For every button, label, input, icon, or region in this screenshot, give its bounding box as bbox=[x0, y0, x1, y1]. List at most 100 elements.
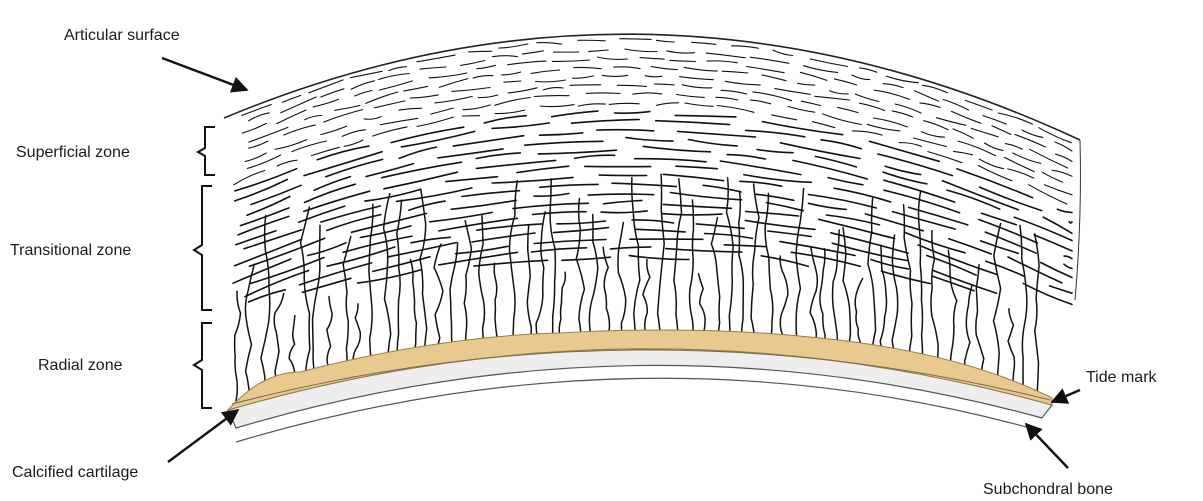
radial-collagen-fiber bbox=[632, 178, 640, 348]
collagen-fiber bbox=[953, 129, 973, 138]
subchondral-bone-label: Subchondral bone bbox=[983, 481, 1113, 498]
collagen-fiber bbox=[821, 140, 861, 149]
collagen-fiber bbox=[819, 219, 895, 238]
collagen-fiber bbox=[537, 43, 562, 45]
collagen-fiber bbox=[446, 177, 498, 182]
radial-zone-label: Radial zone bbox=[38, 357, 123, 374]
collagen-fiber bbox=[517, 166, 569, 172]
radial-collagen-fiber bbox=[751, 184, 759, 352]
collagen-fiber bbox=[884, 190, 960, 213]
collagen-fiber bbox=[992, 126, 1011, 135]
collagen-fiber bbox=[586, 93, 620, 94]
collagen-fiber bbox=[918, 245, 997, 275]
collagen-fiber bbox=[942, 181, 1018, 210]
collagen-fiber bbox=[411, 237, 450, 243]
collagen-fiber bbox=[865, 214, 923, 231]
radial-zone-bracket bbox=[194, 323, 212, 408]
collagen-fiber bbox=[562, 257, 610, 260]
collagen-fiber bbox=[717, 106, 754, 113]
collagen-fiber bbox=[928, 152, 962, 163]
collagen-fiber bbox=[703, 185, 741, 192]
collagen-fiber bbox=[1064, 256, 1072, 259]
collagen-fiber bbox=[745, 220, 815, 229]
collagen-fiber bbox=[478, 95, 498, 98]
collagen-fiber bbox=[721, 90, 747, 94]
collagen-fiber bbox=[249, 127, 288, 142]
collagen-fiber bbox=[463, 105, 490, 110]
collagen-fiber bbox=[801, 101, 820, 105]
collagen-fiber bbox=[1008, 169, 1034, 178]
collagen-fiber bbox=[813, 122, 835, 128]
collagen-fiber bbox=[620, 39, 651, 40]
collagen-fiber bbox=[885, 166, 921, 174]
collagen-fiber bbox=[934, 271, 997, 294]
radial-collagen-fiber bbox=[479, 216, 485, 357]
radial-collagen-fiber bbox=[1008, 309, 1014, 389]
calcified-cartilage-arrow bbox=[168, 410, 238, 462]
collagen-fiber bbox=[815, 96, 850, 100]
collagen-fiber bbox=[867, 124, 900, 131]
collagen-fiber bbox=[1042, 172, 1062, 182]
collagen-fiber bbox=[573, 76, 594, 78]
collagen-fiber bbox=[439, 218, 517, 231]
collagen-fiber bbox=[757, 150, 793, 153]
radial-collagen-fiber bbox=[1035, 234, 1039, 395]
collagen-fiber bbox=[435, 96, 472, 103]
collagen-fiber bbox=[1039, 128, 1072, 143]
collagen-fiber bbox=[247, 197, 290, 216]
articular-surface-arrow bbox=[162, 58, 247, 90]
collagen-fiber bbox=[525, 141, 603, 145]
collagen-fiber bbox=[461, 61, 485, 66]
collagen-fiber bbox=[493, 56, 518, 57]
collagen-fiber bbox=[302, 278, 351, 292]
collagen-fiber bbox=[828, 178, 863, 185]
collagen-fiber bbox=[952, 111, 982, 123]
collagen-fiber bbox=[655, 84, 675, 85]
collagen-fiber bbox=[632, 220, 674, 223]
collagen-fiber bbox=[453, 136, 524, 146]
radial-collagen-fiber bbox=[727, 178, 734, 350]
collagen-fiber bbox=[696, 224, 744, 229]
collagen-fiber bbox=[740, 181, 782, 186]
collagen-fiber bbox=[705, 234, 753, 239]
collagen-fiber bbox=[958, 141, 996, 156]
collagen-fiber bbox=[602, 75, 628, 76]
collagen-fiber bbox=[352, 213, 427, 232]
collagen-fiber bbox=[775, 89, 811, 95]
collagen-fiber bbox=[809, 203, 847, 209]
collagen-fiber bbox=[746, 130, 805, 136]
collagen-fiber bbox=[675, 115, 736, 117]
collagen-fiber bbox=[688, 140, 737, 146]
collagen-fiber bbox=[732, 46, 759, 48]
collagen-fiber bbox=[747, 67, 785, 73]
collagen-fiber bbox=[1052, 170, 1072, 176]
collagen-fiber bbox=[676, 166, 717, 169]
collagen-fiber bbox=[578, 40, 605, 41]
collagen-fiber bbox=[635, 159, 706, 162]
radial-collagen-fiber bbox=[711, 218, 719, 350]
collagen-fiber bbox=[810, 59, 848, 67]
collagen-fiber bbox=[625, 49, 657, 52]
collagen-fiber bbox=[495, 98, 530, 106]
collagen-fiber bbox=[247, 155, 280, 168]
radial-collagen-fiber bbox=[796, 189, 804, 356]
collagen-fiber bbox=[300, 263, 372, 285]
radial-collagen-fiber bbox=[536, 212, 545, 352]
collagen-fiber bbox=[531, 70, 559, 73]
collagen-fiber bbox=[238, 216, 289, 235]
collagen-fiber bbox=[574, 67, 601, 68]
collagen-fiber bbox=[780, 242, 855, 256]
collagen-fiber bbox=[1013, 153, 1041, 164]
collagen-fiber bbox=[598, 57, 628, 59]
radial-collagen-fiber bbox=[892, 235, 898, 367]
radial-collagen-fiber bbox=[765, 193, 773, 352]
collagen-fiber bbox=[722, 71, 748, 73]
articular-surface-label: Articular surface bbox=[64, 27, 180, 44]
collagen-fiber bbox=[985, 232, 1036, 253]
collagen-fiber bbox=[589, 50, 609, 52]
collagen-fiber bbox=[904, 232, 965, 253]
collagen-fiber bbox=[892, 111, 913, 117]
collagen-fiber bbox=[462, 191, 520, 197]
collagen-fiber bbox=[429, 73, 467, 78]
collagen-fiber bbox=[667, 51, 695, 53]
